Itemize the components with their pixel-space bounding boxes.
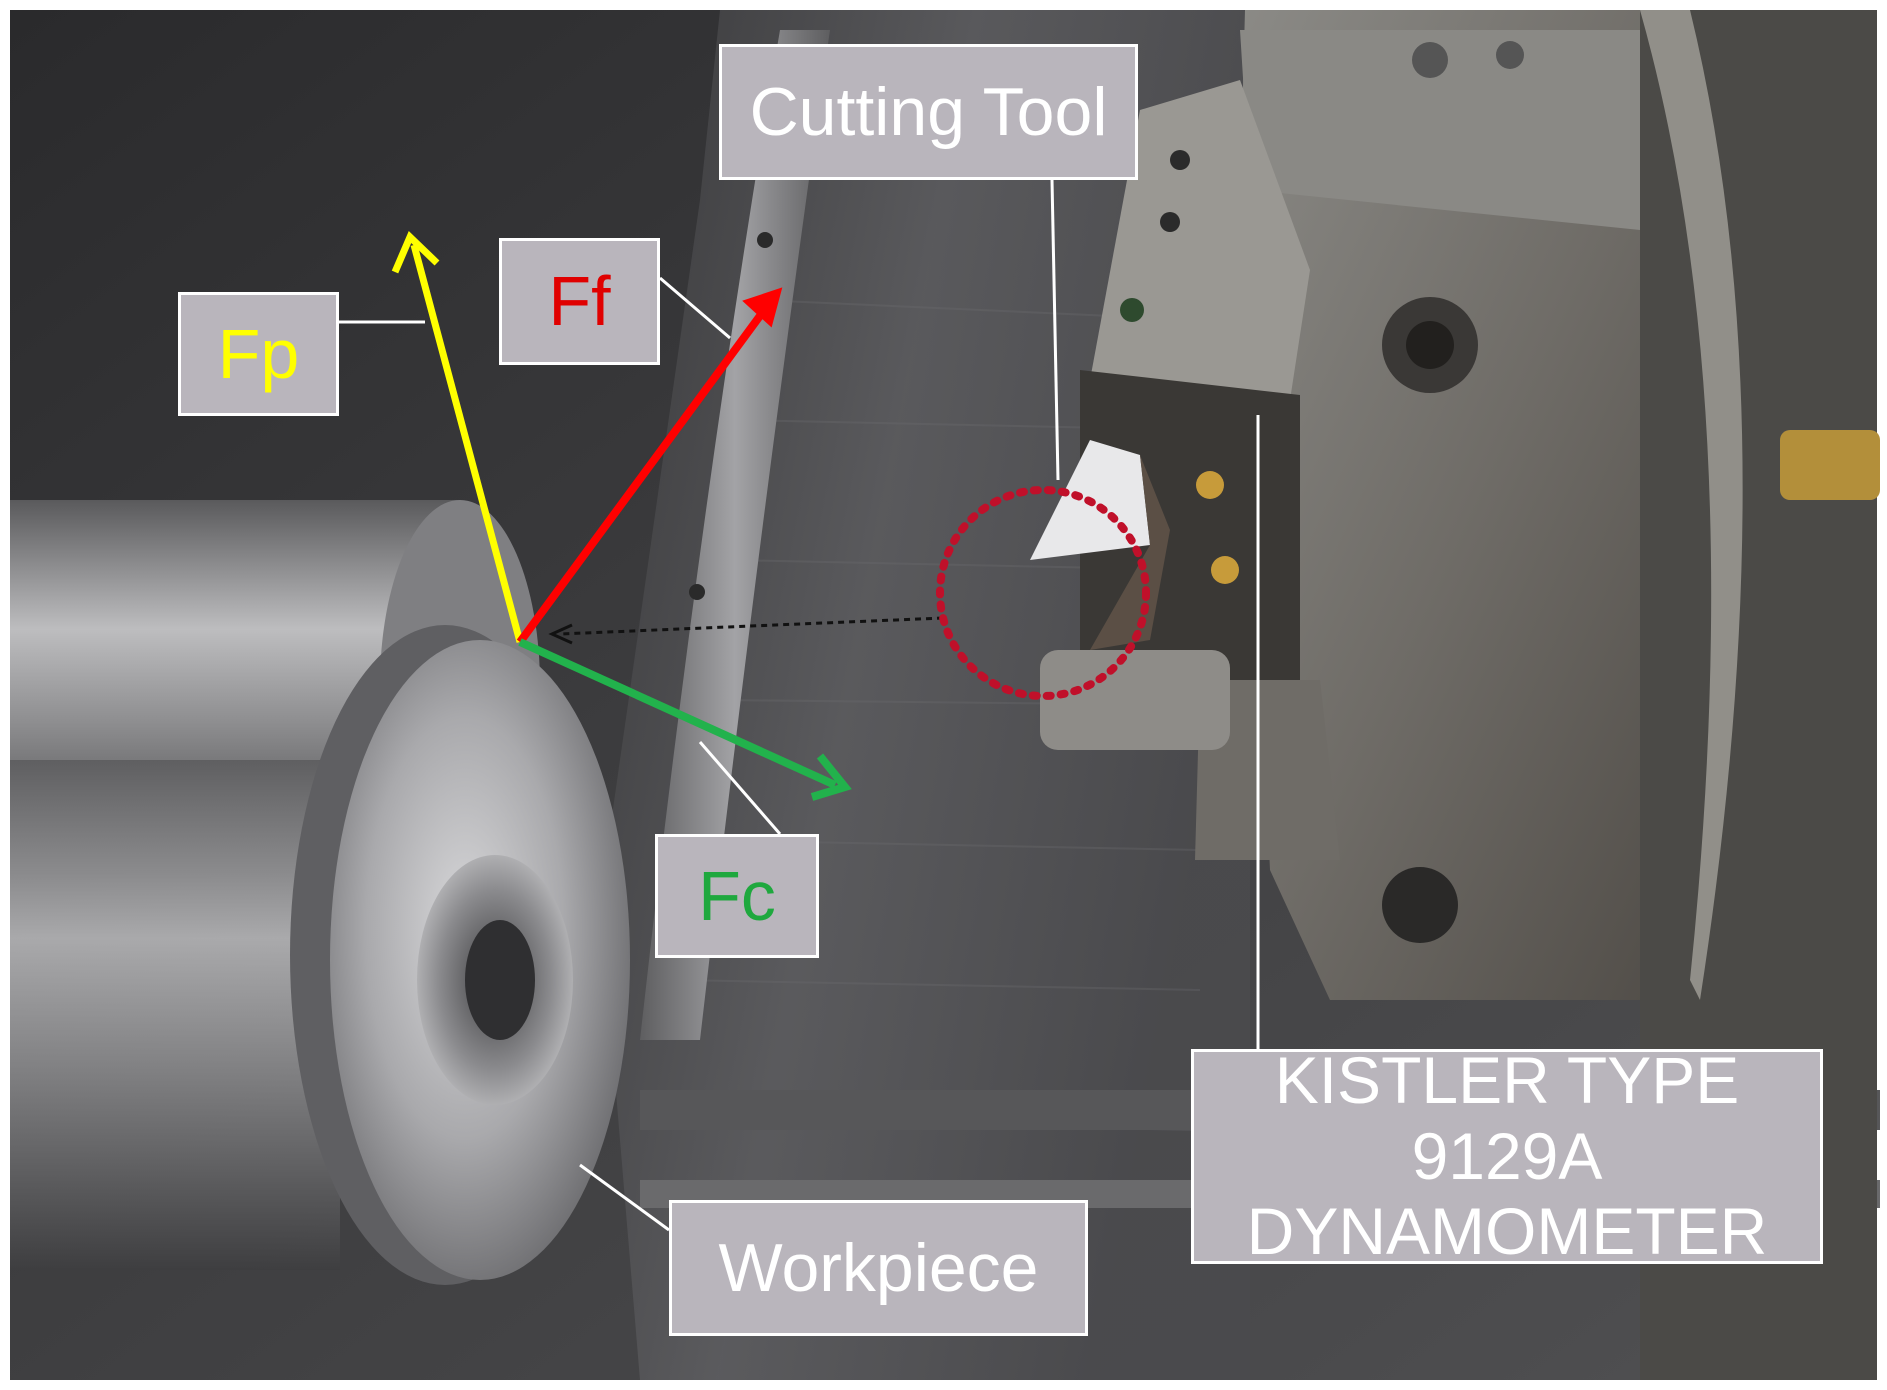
cutting-tool-label-text: Cutting Tool	[749, 73, 1108, 150]
screw	[1412, 42, 1448, 78]
dynamometer-label-line1: KISTLER TYPE 9129A	[1274, 1042, 1740, 1193]
screw	[1170, 150, 1190, 170]
fp-label-text: Fp	[217, 314, 300, 393]
dynamometer-bore-inner	[1406, 321, 1454, 369]
tool-shank	[1040, 650, 1230, 750]
fp-arrow-head	[391, 230, 440, 274]
fitting	[1780, 430, 1880, 500]
leader-lines	[339, 179, 1260, 1232]
brass-screw	[1211, 556, 1239, 584]
rail	[640, 30, 830, 1040]
fc-label-text: Fc	[698, 856, 776, 935]
ff-label: Ff	[499, 238, 660, 365]
tool-holder-base	[1195, 680, 1340, 860]
ff-arrow-shaft	[516, 302, 772, 645]
screw	[1496, 41, 1524, 69]
screw	[1120, 298, 1144, 322]
dynamometer-label: KISTLER TYPE 9129A DYNAMOMETER	[1191, 1043, 1823, 1268]
screw	[1160, 212, 1180, 232]
dynamometer-top	[1240, 30, 1650, 230]
tool-dotted-arrow-head	[548, 623, 573, 645]
insert-seat	[1090, 455, 1170, 650]
dynamometer-label-line2: DYNAMOMETER	[1246, 1194, 1768, 1269]
dynamometer-hole	[1382, 867, 1458, 943]
ff-label-text: Ff	[548, 262, 611, 341]
workpiece-label: Workpiece	[669, 1200, 1088, 1336]
force-arrows	[391, 230, 944, 801]
tool-holder-upper	[1090, 80, 1310, 400]
turret-edge	[1640, 10, 1743, 1000]
chuck-body	[10, 760, 340, 1270]
workpiece-bore	[465, 920, 535, 1040]
fc-label: Fc	[655, 834, 819, 958]
ff-arrow-head	[742, 287, 783, 328]
fp-label: Fp	[178, 292, 339, 416]
fc-arrow-head	[810, 753, 852, 801]
dynamometer-body	[1240, 10, 1700, 1000]
rail-bolt	[689, 584, 705, 600]
tool-dotted-arrow	[559, 616, 944, 636]
rail-bolt	[757, 232, 773, 248]
fc-arrow-shaft	[518, 638, 837, 789]
cutting-tool-label: Cutting Tool	[719, 44, 1138, 180]
fp-arrow-shaft	[410, 244, 524, 643]
workpiece-label-text: Workpiece	[718, 1229, 1039, 1306]
dotted-circle-icon	[936, 486, 1150, 700]
brass-screw	[1196, 471, 1224, 499]
